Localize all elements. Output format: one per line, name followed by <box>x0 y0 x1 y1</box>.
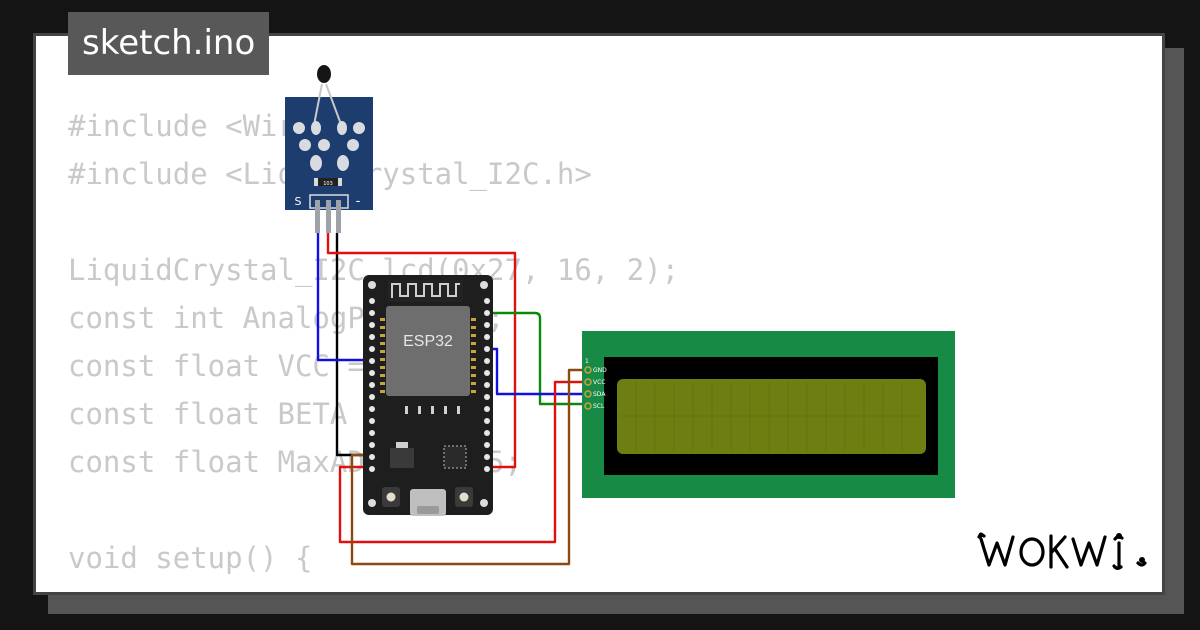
wire-blue-sensor <box>316 233 372 362</box>
lcd-display: 1 GND VCC SDA SCL <box>582 331 955 498</box>
wire-red-vcc <box>338 380 588 544</box>
sensor-pin-minus-label: - <box>356 194 361 209</box>
code-line: Serial.begin(9600); <box>68 582 679 592</box>
esp32-chip-label: ESP32 <box>403 333 453 350</box>
sensor-pcb <box>285 97 373 210</box>
ntc-sensor-module: 103 S - <box>285 65 373 233</box>
wokwi-logo <box>977 532 1147 570</box>
lcd-pin-sda-label: SDA <box>593 391 606 398</box>
wire-red-sensor <box>326 233 517 469</box>
esp32-board: ESP32 <box>363 275 493 516</box>
ntc-thermistor <box>317 65 331 83</box>
wire-green-sda <box>488 311 588 406</box>
resistor-label: 103 <box>323 181 333 187</box>
wire-blue-scl <box>488 347 588 396</box>
code-line: void setup() { <box>68 541 313 575</box>
lcd-pin-marker: 1 <box>585 358 589 365</box>
wire-brown-gnd <box>350 368 588 566</box>
lcd-pin-gnd-label: GND <box>593 367 607 374</box>
lcd-pin-scl-label: SCL <box>593 403 605 410</box>
file-tab: sketch.ino <box>68 12 270 75</box>
esp32-chip <box>386 306 470 396</box>
sensor-pin-s-label: S <box>295 195 302 208</box>
lcd-pin-vcc-label: VCC <box>593 379 605 386</box>
